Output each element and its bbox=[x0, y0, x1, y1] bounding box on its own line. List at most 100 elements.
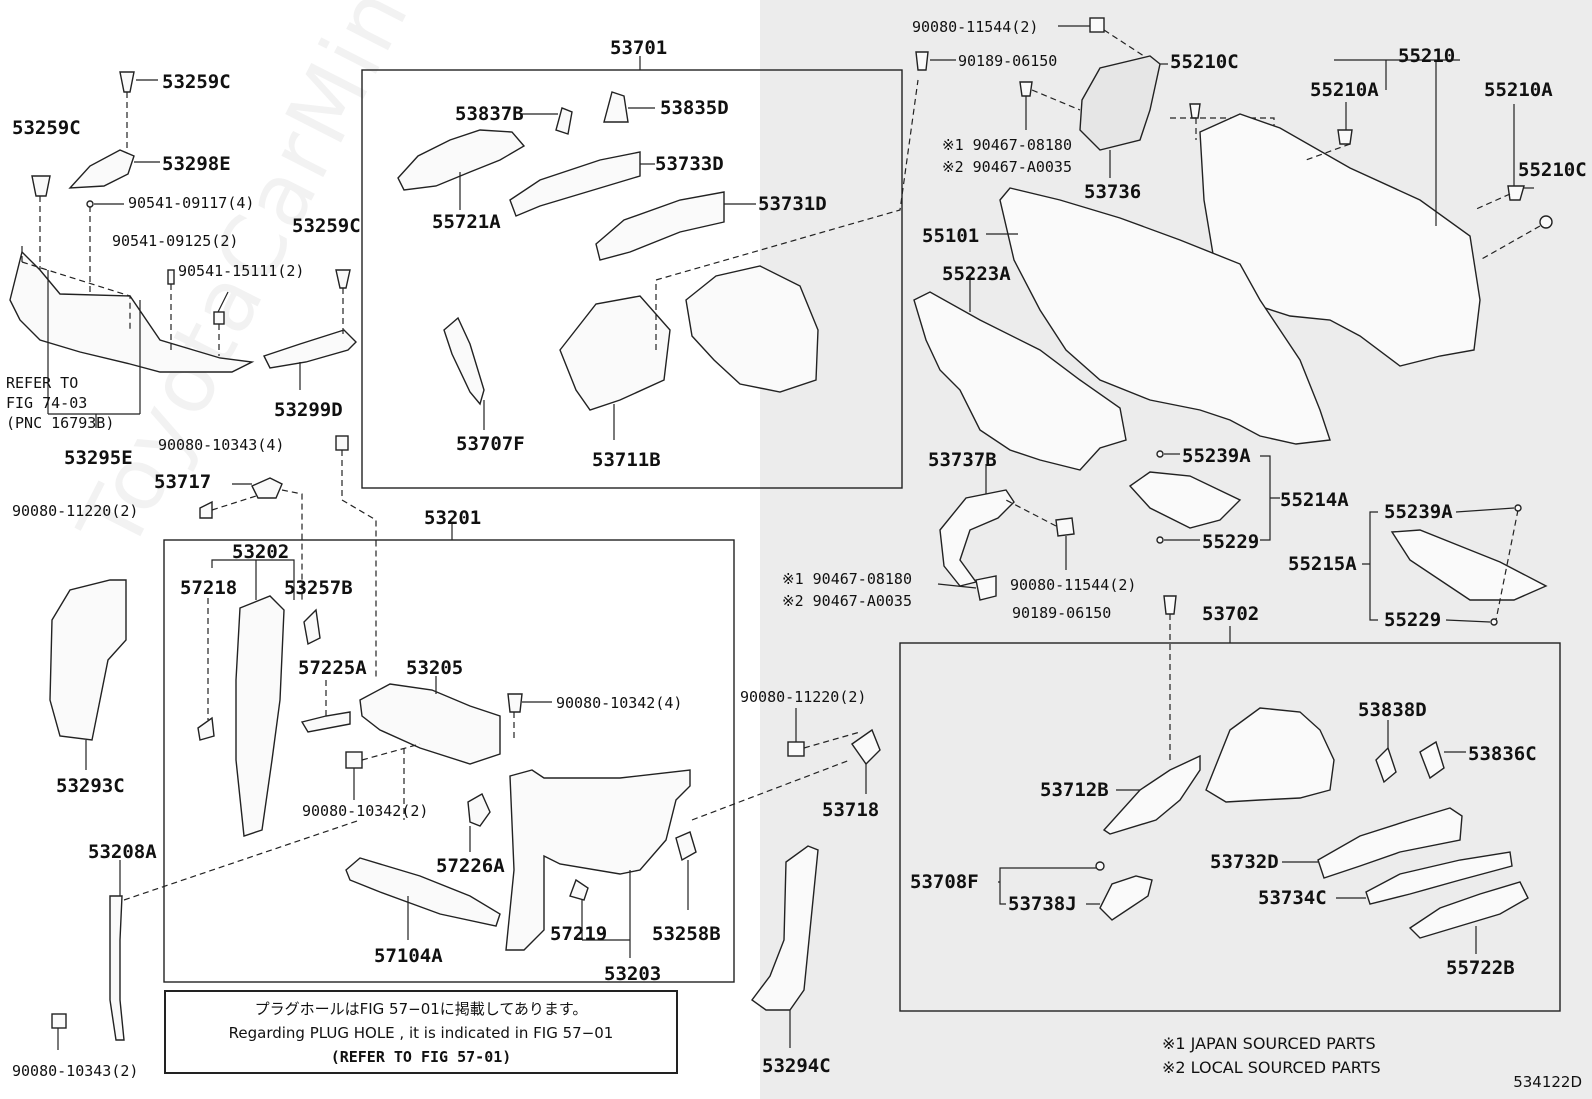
part-inner-panel bbox=[685, 265, 819, 393]
bolt-90080-10342-a bbox=[507, 693, 523, 713]
part-55215A bbox=[1390, 529, 1548, 601]
part-dash-group bbox=[913, 17, 1553, 471]
label-55210C-b: 55210C bbox=[1518, 159, 1587, 181]
part-53717-group bbox=[49, 435, 377, 1050]
label-90080-11544-a: 90080-11544(2) bbox=[912, 18, 1038, 36]
label-refer-line3: (PNC 16793B) bbox=[6, 414, 114, 432]
part-53737B-group bbox=[937, 464, 1177, 760]
plug-hole-note: プラグホールはFIG 57−01に掲載してあります。 Regarding PLU… bbox=[164, 990, 678, 1074]
label-90080-10342-b: 90080-10342(2) bbox=[302, 802, 428, 820]
part-53202 bbox=[235, 595, 285, 837]
label-57218: 57218 bbox=[180, 577, 237, 599]
part-53707F bbox=[443, 316, 485, 406]
part-53711B bbox=[559, 295, 671, 411]
label-53259C-left: 53259C bbox=[12, 117, 81, 139]
bolt-90080-11220-b bbox=[787, 741, 805, 757]
part-53836C bbox=[1419, 740, 1445, 780]
note-line-japanese: プラグホールはFIG 57−01に掲載してあります。 bbox=[254, 1000, 588, 1018]
bolt-90080-11220-a bbox=[199, 500, 213, 519]
label-90541-09125: 90541-09125(2) bbox=[112, 232, 238, 250]
label-53736: 53736 bbox=[1084, 181, 1141, 203]
label-55210: 55210 bbox=[1398, 45, 1455, 67]
label-53201: 53201 bbox=[424, 507, 481, 529]
label-53299D: 53299D bbox=[274, 399, 343, 421]
label-55210A-b: 55210A bbox=[1484, 79, 1553, 101]
clip-55239A-b bbox=[1514, 504, 1522, 512]
part-57104A bbox=[345, 857, 501, 927]
part-53708F bbox=[1095, 861, 1105, 871]
label-53738J: 53738J bbox=[1008, 893, 1077, 915]
part-57219 bbox=[569, 878, 589, 901]
label-53293C: 53293C bbox=[56, 775, 125, 797]
part-53835D bbox=[603, 91, 629, 123]
label-53203: 53203 bbox=[604, 963, 661, 985]
part-53733D bbox=[509, 151, 641, 217]
label-53838D: 53838D bbox=[1358, 699, 1427, 721]
label-55210C-a: 55210C bbox=[1170, 51, 1239, 73]
part-53259C-left bbox=[31, 175, 51, 197]
label-57219: 57219 bbox=[550, 923, 607, 945]
label-refer-line1: REFER TO bbox=[6, 374, 78, 392]
label-53259C-top: 53259C bbox=[162, 71, 231, 93]
clip-55210A-a bbox=[1337, 129, 1353, 145]
clip-55210C-b bbox=[1507, 185, 1525, 201]
clip-55239A-a bbox=[1156, 450, 1164, 458]
part-55214A bbox=[1128, 471, 1242, 529]
part-53293C bbox=[49, 579, 127, 741]
label-53208A: 53208A bbox=[88, 841, 157, 863]
part-labels: 53701 53837B 53835D 53733D 55721A 53731D… bbox=[6, 18, 1587, 1080]
label-90541-15111: 90541-15111(2) bbox=[178, 262, 304, 280]
part-53201-group bbox=[197, 524, 851, 958]
label-55215A: 55215A bbox=[1288, 553, 1357, 575]
label-53837B: 53837B bbox=[455, 103, 524, 125]
part-57225A bbox=[300, 711, 351, 733]
part-53298E bbox=[68, 149, 135, 189]
label-90080-11220-b: 90080-11220(2) bbox=[740, 688, 866, 706]
label-53295E: 53295E bbox=[64, 447, 133, 469]
label-90080-10343-b: 90080-10343(2) bbox=[12, 1062, 138, 1080]
label-53731D: 53731D bbox=[758, 193, 827, 215]
label-53835D: 53835D bbox=[660, 97, 729, 119]
part-53738J bbox=[1099, 875, 1153, 921]
label-53701: 53701 bbox=[610, 37, 667, 59]
label-90080-10342-a: 90080-10342(4) bbox=[556, 694, 682, 712]
part-53718 bbox=[851, 728, 881, 766]
part-53734C bbox=[1365, 851, 1513, 905]
clip-90189-06150-b bbox=[1163, 595, 1177, 615]
footnote-japan-sourced: ※1 JAPAN SOURCED PARTS bbox=[1162, 1034, 1376, 1053]
label-55229-b: 55229 bbox=[1384, 609, 1441, 631]
part-53294C bbox=[751, 845, 819, 1011]
label-55229-a: 55229 bbox=[1202, 531, 1259, 553]
label-53257B: 53257B bbox=[284, 577, 353, 599]
label-55721A: 55721A bbox=[432, 211, 501, 233]
clip-55229-a bbox=[1156, 536, 1164, 544]
part-53702-group bbox=[998, 626, 1529, 954]
label-90080-11544-b: 90080-11544(2) bbox=[1010, 576, 1136, 594]
note-line-refer: (REFER TO FIG 57-01) bbox=[330, 1048, 512, 1066]
label-90467-08180-a: ※1 90467-08180 bbox=[942, 136, 1072, 154]
part-53295E bbox=[9, 250, 255, 373]
label-55239A-b: 55239A bbox=[1384, 501, 1453, 523]
label-55210A-a: 55210A bbox=[1310, 79, 1379, 101]
part-55101 bbox=[999, 187, 1331, 445]
label-53717: 53717 bbox=[154, 471, 211, 493]
label-55722B: 55722B bbox=[1446, 957, 1515, 979]
bolt-90541-09117 bbox=[86, 200, 94, 208]
clip-90189-06150-a bbox=[915, 51, 929, 71]
label-90467-A0035-a: ※2 90467-A0035 bbox=[942, 158, 1072, 176]
part-53838D bbox=[1375, 746, 1397, 784]
part-57218 bbox=[197, 716, 215, 741]
clip-55210C-c bbox=[1539, 215, 1553, 229]
figure-number: 534122D bbox=[1513, 1073, 1582, 1091]
group-box-53201 bbox=[163, 539, 735, 983]
label-53712B: 53712B bbox=[1040, 779, 1109, 801]
bolt-90541-09125 bbox=[167, 269, 175, 285]
bolt-90080-10343-a bbox=[335, 435, 349, 451]
part-53717 bbox=[251, 477, 283, 499]
part-53299D bbox=[263, 329, 357, 369]
part-55223A bbox=[913, 291, 1127, 471]
part-53712B bbox=[1102, 754, 1201, 835]
label-90467-08180-b: ※1 90467-08180 bbox=[782, 570, 912, 588]
label-55214A: 55214A bbox=[1280, 489, 1349, 511]
